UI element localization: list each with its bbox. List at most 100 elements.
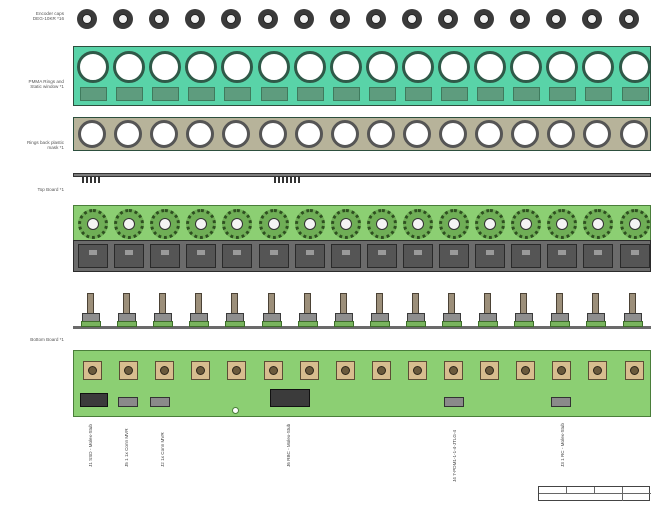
potentiometer bbox=[81, 293, 101, 329]
pmma-window bbox=[296, 87, 324, 101]
pmma-ring bbox=[329, 51, 362, 83]
encoder-cap bbox=[474, 9, 495, 29]
ring-back-hole bbox=[619, 120, 648, 148]
pot-shaft bbox=[628, 293, 636, 315]
pmma-ring bbox=[221, 51, 254, 83]
label-pmma-ring: PMMA Rings and Static window *1 bbox=[28, 79, 65, 90]
ring-back-hole bbox=[258, 120, 287, 148]
bottom-board-switch bbox=[480, 361, 500, 380]
encoder-hole bbox=[267, 218, 280, 230]
encoder-cap bbox=[329, 9, 350, 29]
potentiometer bbox=[478, 293, 499, 329]
encoder-hole bbox=[448, 218, 460, 230]
ring-back-hole bbox=[366, 120, 395, 148]
label-encoder-caps: Encoder caps DEG-10KR *16 bbox=[32, 11, 64, 22]
bottom-board-switch bbox=[624, 361, 644, 380]
ring-back-hole bbox=[583, 120, 612, 148]
pot-shaft bbox=[411, 293, 419, 315]
encoder-body bbox=[439, 244, 469, 268]
encoder-body bbox=[511, 244, 542, 268]
encoder-body bbox=[583, 244, 614, 268]
encoder-hole bbox=[375, 218, 388, 230]
connector-label-j3: J3 1 RC - Molex-Stub bbox=[560, 423, 565, 467]
bottom-board-switch bbox=[371, 361, 391, 380]
encoder-body bbox=[402, 244, 433, 268]
bottom-connector-j2 bbox=[150, 397, 170, 407]
pmma-ring bbox=[438, 51, 470, 83]
bottom-board-switch bbox=[335, 361, 355, 380]
encoder-hole bbox=[159, 218, 172, 230]
encoder-cap bbox=[401, 9, 422, 29]
pmma-ring bbox=[149, 51, 182, 83]
pmma-window bbox=[260, 87, 288, 101]
connector-label-j2: J2 1x Conn MVR bbox=[160, 432, 165, 467]
led-ring bbox=[619, 209, 650, 239]
bottom-board-switch bbox=[444, 361, 463, 380]
encoder-cap bbox=[438, 9, 458, 29]
bottom-connector-j4 bbox=[444, 397, 464, 407]
encoder-body bbox=[366, 244, 397, 268]
potentiometer bbox=[442, 293, 462, 329]
pmma-window bbox=[549, 87, 577, 101]
pmma-window bbox=[188, 87, 216, 101]
pot-pcb-tab bbox=[442, 321, 462, 327]
encoder-hole bbox=[339, 218, 352, 230]
pmma-ring bbox=[582, 51, 615, 83]
connector-label-j5: J5 1 1x Conn MVR bbox=[124, 428, 129, 467]
encoder-hole bbox=[556, 218, 569, 230]
potentiometer bbox=[117, 293, 138, 329]
bottom-board-switch bbox=[119, 361, 139, 380]
pot-pcb-tab bbox=[622, 321, 643, 327]
pot-pcb-tab bbox=[514, 321, 535, 327]
potentiometer bbox=[514, 293, 535, 329]
encoder-body bbox=[330, 244, 361, 268]
pmma-window bbox=[80, 87, 107, 101]
bottom-connector-j6 bbox=[270, 389, 310, 407]
potentiometer bbox=[261, 293, 282, 329]
encoder-hole bbox=[303, 218, 316, 230]
ring-back-mask-strip bbox=[73, 117, 651, 151]
encoder-body bbox=[619, 244, 650, 268]
encoder-caps-row bbox=[75, 9, 647, 31]
encoder-body bbox=[114, 244, 145, 268]
potentiometer-row bbox=[73, 293, 651, 333]
pmma-ring bbox=[401, 51, 434, 83]
potentiometer bbox=[153, 293, 174, 329]
encoder-hole bbox=[123, 218, 136, 230]
encoder-hole bbox=[592, 218, 605, 230]
pmma-ring bbox=[618, 51, 651, 83]
pmma-ring bbox=[77, 51, 109, 83]
encoder-cap bbox=[365, 9, 386, 29]
pmma-ring bbox=[257, 51, 290, 83]
pot-pcb-tab bbox=[478, 321, 499, 327]
bottom-board-switch bbox=[155, 361, 175, 380]
ring-back-hole bbox=[475, 120, 504, 148]
encoder-cap bbox=[221, 9, 242, 29]
pmma-ring bbox=[185, 51, 218, 83]
ring-back-hole bbox=[150, 120, 179, 148]
potentiometer bbox=[333, 293, 354, 329]
ring-back-hole bbox=[222, 120, 251, 148]
pmma-window bbox=[404, 87, 432, 101]
bottom-board-switch bbox=[299, 361, 319, 380]
bottom-connector-j5 bbox=[118, 397, 138, 407]
pmma-ring bbox=[474, 51, 507, 83]
ring-back-hole bbox=[78, 120, 106, 148]
connector-label-j6: J6 RBC - Molex-Stub bbox=[286, 423, 291, 467]
pot-shaft bbox=[303, 293, 311, 315]
pmma-window bbox=[332, 87, 360, 101]
encoder-cap bbox=[257, 9, 278, 29]
bottom-connector-j1 bbox=[80, 393, 108, 407]
pmma-window bbox=[477, 87, 505, 101]
pot-shaft bbox=[267, 293, 275, 315]
encoder-hole bbox=[628, 218, 641, 230]
encoder-hole bbox=[484, 218, 497, 230]
potentiometer bbox=[225, 293, 246, 329]
encoder-bodies-strip bbox=[73, 240, 651, 272]
encoder-hole bbox=[520, 218, 533, 230]
pmma-ring-strip bbox=[73, 46, 651, 106]
pmma-ring bbox=[365, 51, 398, 83]
pot-pcb-tab bbox=[261, 321, 282, 327]
ring-back-hole bbox=[186, 120, 215, 148]
pot-pcb-tab bbox=[586, 321, 607, 327]
